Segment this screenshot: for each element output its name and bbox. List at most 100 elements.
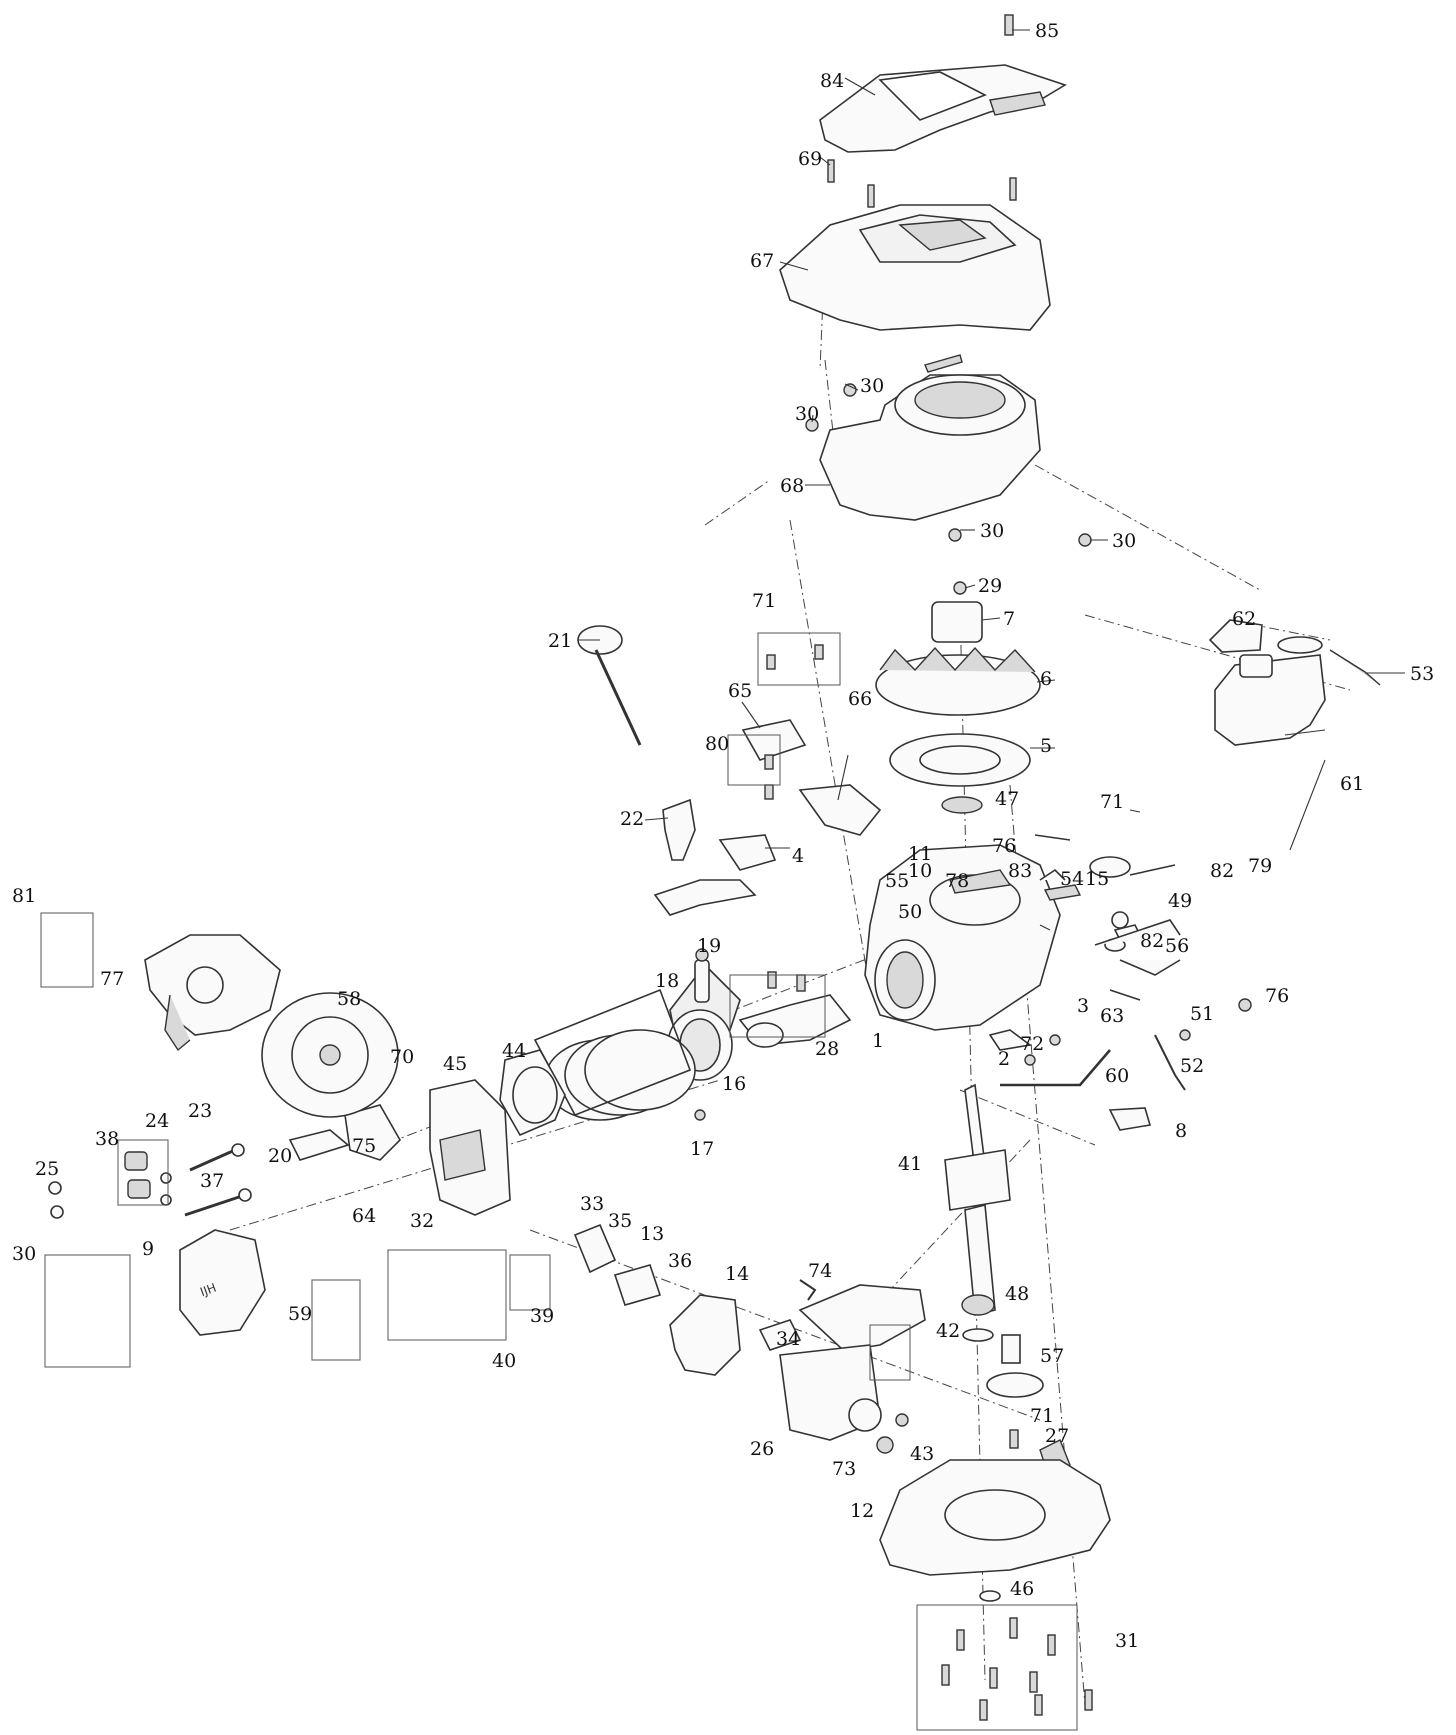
part-number-label: 57 <box>1040 1345 1064 1367</box>
part-number-label: 38 <box>95 1128 119 1150</box>
part-number-label: 3 <box>1077 995 1089 1017</box>
part-number-label: 66 <box>848 688 872 710</box>
part-number-label: 64 <box>352 1205 376 1227</box>
part-number-label: 2 <box>998 1048 1010 1070</box>
part-number-label: 68 <box>780 475 804 497</box>
part-number-label: 80 <box>705 733 729 755</box>
part-number-label: 74 <box>808 1260 832 1282</box>
part-number-label: 17 <box>690 1138 714 1160</box>
part-number-label: 20 <box>268 1145 292 1167</box>
part-number-label: 63 <box>1100 1005 1124 1027</box>
part-number-label: 67 <box>750 250 774 272</box>
part-number-label: 44 <box>502 1040 526 1062</box>
muffler: IJH <box>179 1229 266 1336</box>
part-number-label: 31 <box>1115 1630 1139 1652</box>
grouped-part-boxes <box>40 632 911 1381</box>
part-number-label: 52 <box>1180 1055 1204 1077</box>
part-number-label: 43 <box>910 1443 934 1465</box>
part-number-label: 65 <box>728 680 752 702</box>
muffler-guard <box>144 934 281 1052</box>
part-number-label: 8 <box>1175 1120 1187 1142</box>
part-number-label: 27 <box>1045 1425 1069 1447</box>
part-number-label: 77 <box>100 968 124 990</box>
part-number-label: 34 <box>776 1328 800 1350</box>
part-number-label: 32 <box>410 1210 434 1232</box>
part-number-label: 42 <box>936 1320 960 1342</box>
part-number-label: 60 <box>1105 1065 1129 1087</box>
fuel-tank-assembly <box>1208 619 1381 851</box>
part-number-label: 35 <box>608 1210 632 1232</box>
part-number-label: 33 <box>580 1193 604 1215</box>
part-number-label: 26 <box>750 1438 774 1460</box>
part-number-label: 6 <box>1040 668 1052 690</box>
brake-and-ignition-parts <box>653 644 882 916</box>
part-number-label: 50 <box>898 901 922 923</box>
part-number-label: 12 <box>850 1500 874 1522</box>
part-number-label: 54 <box>1060 868 1084 890</box>
part-number-label: 41 <box>898 1153 922 1175</box>
part-number-label: 71 <box>1100 791 1124 813</box>
part-number-label: 51 <box>1190 1003 1214 1025</box>
part-number-label: 76 <box>1265 985 1289 1007</box>
part-number-label: 82 <box>1140 930 1164 952</box>
part-number-label: 7 <box>1003 608 1015 630</box>
part-number-label: 15 <box>1085 868 1109 890</box>
part-number-label: 24 <box>145 1110 169 1132</box>
part-number-label: 76 <box>992 835 1016 857</box>
part-number-label: 30 <box>795 403 819 425</box>
part-number-label: 4 <box>792 845 804 867</box>
part-number-label: 30 <box>12 1243 36 1265</box>
part-number-label: 22 <box>620 808 644 830</box>
bolt-set <box>916 1604 1093 1731</box>
part-number-label: 5 <box>1040 735 1052 757</box>
part-number-label: 73 <box>832 1458 856 1480</box>
part-number-label: 9 <box>142 1238 154 1260</box>
part-number-label: 16 <box>722 1073 746 1095</box>
governor-linkage-parts <box>988 834 1252 1131</box>
part-number-label: 19 <box>697 935 721 957</box>
part-number-label: 83 <box>1008 860 1032 882</box>
crankcase <box>864 844 1061 1031</box>
part-number-label: 10 <box>908 860 932 882</box>
assembly-center-lines <box>229 249 1351 1706</box>
part-number-label: 71 <box>1030 1405 1054 1427</box>
part-number-label: 85 <box>1035 20 1059 42</box>
part-number-label: 59 <box>288 1303 312 1325</box>
part-number-label: 36 <box>668 1250 692 1272</box>
part-number-label: 47 <box>995 788 1019 810</box>
part-number-label: 72 <box>1020 1033 1044 1055</box>
part-number-label: 53 <box>1410 663 1434 685</box>
part-number-label: 14 <box>725 1263 749 1285</box>
part-number-label: 40 <box>492 1350 516 1372</box>
part-number-label: 21 <box>548 630 572 652</box>
piston-assembly <box>533 948 852 1121</box>
svg-text:IJH: IJH <box>198 1281 218 1300</box>
part-number-label: 56 <box>1165 935 1189 957</box>
part-number-label: 55 <box>885 870 909 892</box>
part-number-label: 28 <box>815 1038 839 1060</box>
part-number-label: 37 <box>200 1170 224 1192</box>
leader-lines <box>578 29 1405 931</box>
part-number-label: 48 <box>1005 1283 1029 1305</box>
part-number-label: 29 <box>978 575 1002 597</box>
carburetor-and-air-filter <box>573 1223 926 1454</box>
part-number-label: 81 <box>12 885 36 907</box>
part-number-label: 1 <box>872 1030 884 1052</box>
part-number-label: 78 <box>945 870 969 892</box>
dipstick-and-filler-tube <box>577 625 696 861</box>
part-number-label: 11 <box>908 843 932 865</box>
part-number-label: 82 <box>1210 860 1234 882</box>
part-number-label: 49 <box>1168 890 1192 912</box>
part-number-label: 23 <box>188 1100 212 1122</box>
part-number-label: 13 <box>640 1223 664 1245</box>
part-number-label: 70 <box>390 1046 414 1068</box>
part-number-label: 61 <box>1340 773 1364 795</box>
part-number-label: 84 <box>820 70 844 92</box>
part-number-label: 79 <box>1248 855 1272 877</box>
part-number-label: 71 <box>752 590 776 612</box>
crankshaft-and-base <box>879 1083 1111 1602</box>
cylinder-head-assembly <box>261 992 566 1216</box>
flywheel-assembly <box>875 581 1041 814</box>
